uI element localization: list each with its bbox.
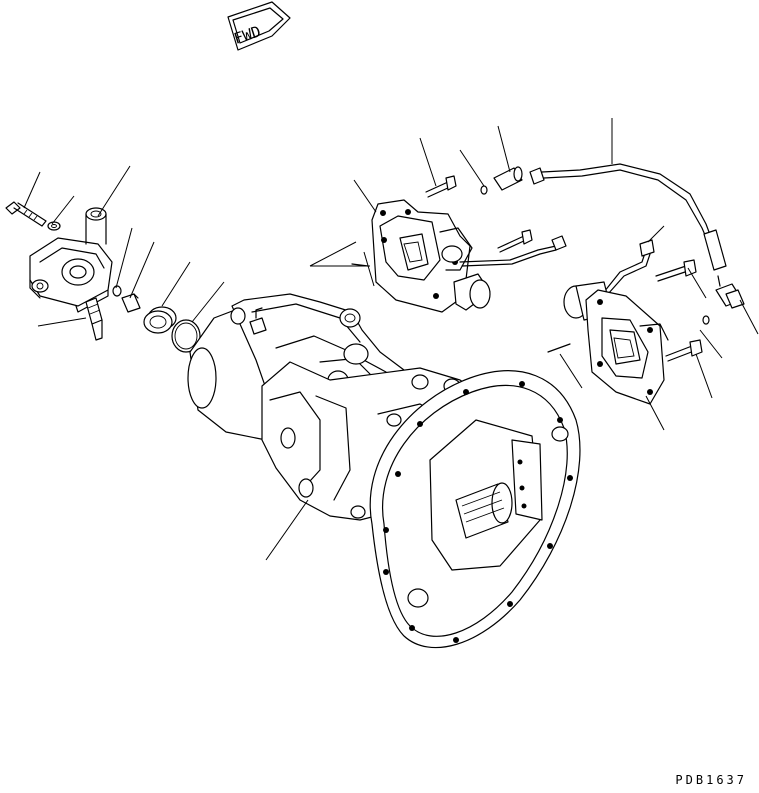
- drawing-code: PDB1637: [675, 773, 747, 787]
- large-o-ring: [172, 320, 200, 352]
- bolt-icon: [666, 340, 702, 361]
- bolt-icon: [6, 202, 46, 226]
- front-regulator-group: [310, 126, 566, 312]
- bearing-ring: [144, 307, 176, 333]
- bolt-icon: [498, 230, 532, 252]
- bolt-icon: [426, 176, 456, 197]
- spline-shaft: [456, 483, 512, 538]
- fitting-icon: [86, 298, 102, 340]
- bolt-icon: [656, 260, 696, 281]
- pressure-sensor: [494, 167, 522, 190]
- fwd-label: FWD: [232, 22, 263, 47]
- fwd-direction-marker: FWD: [228, 2, 290, 50]
- forward-arrow-icon: [228, 2, 290, 50]
- charge-pump-group: [6, 166, 224, 352]
- washer-icon: [48, 222, 60, 230]
- charge-pump-body: [30, 238, 112, 312]
- spool-icon: [122, 294, 140, 312]
- mounting-flange: [370, 371, 580, 648]
- small-o-ring: [113, 286, 121, 296]
- coupling-sleeve: [86, 208, 106, 244]
- front-solenoid: [454, 274, 490, 310]
- sensor-harness-group: [530, 118, 758, 334]
- main-pump-assembly: [188, 294, 580, 648]
- rear-regulator-group: [548, 226, 722, 430]
